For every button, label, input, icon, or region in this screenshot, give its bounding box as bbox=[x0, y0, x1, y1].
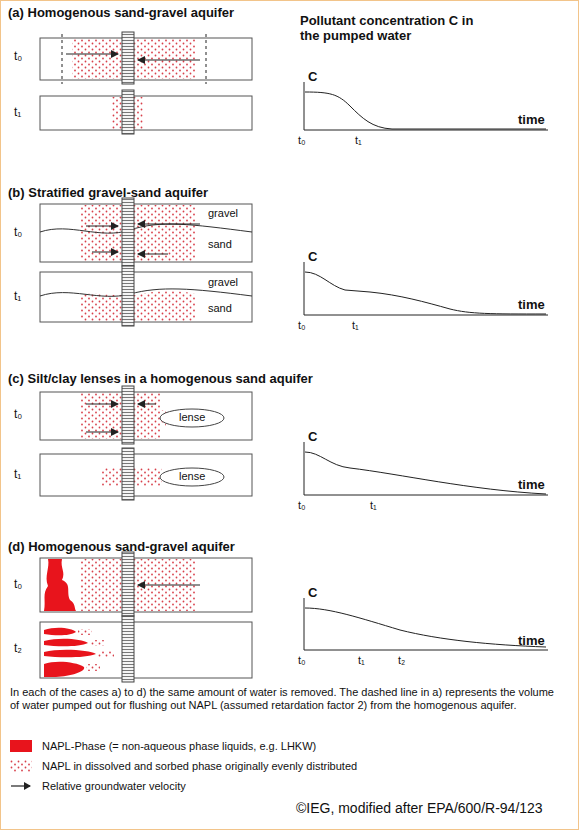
axis-label: time bbox=[518, 634, 545, 649]
axis-tick: t₀ bbox=[298, 134, 306, 147]
axis-tick: t₀ bbox=[298, 499, 306, 512]
axis-tick: t₂ bbox=[398, 654, 405, 667]
legend-arrow-sample bbox=[10, 780, 32, 792]
panel-heading: (a) Homogenous sand-gravel aquifer bbox=[8, 6, 234, 21]
time-step: t₀ bbox=[14, 408, 22, 422]
caption-note: In each of the cases a) to d) the same a… bbox=[10, 686, 566, 711]
axis-tick: t₁ bbox=[355, 134, 362, 147]
time-step: t₂ bbox=[14, 642, 22, 656]
legend-swatch bbox=[10, 740, 32, 752]
legend-text: Relative groundwater velocity bbox=[42, 780, 186, 792]
axis-label: time bbox=[518, 478, 545, 493]
axis-label: C bbox=[308, 250, 317, 265]
time-step: t₀ bbox=[14, 226, 22, 240]
axis-tick: t₀ bbox=[298, 319, 306, 332]
lens-label: lense bbox=[179, 411, 205, 424]
layer-label: gravel bbox=[208, 276, 238, 289]
axis-tick: t₁ bbox=[370, 499, 377, 512]
layer-label: sand bbox=[208, 238, 232, 251]
axis-tick: t₁ bbox=[358, 654, 365, 667]
panel-heading: (c) Silt/clay lenses in a homogenous san… bbox=[8, 372, 313, 387]
legend-text: NAPL-Phase (= non-aqueous phase liquids,… bbox=[42, 740, 316, 752]
time-step: t₁ bbox=[14, 290, 21, 304]
legend-dots-sample bbox=[10, 760, 32, 772]
panel-heading: (d) Homogenous sand-gravel aquifer bbox=[8, 540, 235, 555]
axis-label: C bbox=[308, 430, 317, 445]
legend-row: NAPL in dissolved and sorbed phase origi… bbox=[10, 760, 357, 772]
axis-label: time bbox=[518, 113, 545, 128]
axis-tick: t₁ bbox=[352, 319, 359, 332]
time-step: t₁ bbox=[14, 468, 21, 482]
axis-label: time bbox=[518, 298, 545, 313]
legend-row: Relative groundwater velocity bbox=[10, 780, 186, 792]
time-step: t₁ bbox=[14, 106, 21, 120]
time-step: t₀ bbox=[14, 578, 22, 592]
axis-label: C bbox=[308, 70, 317, 85]
legend-row: NAPL-Phase (= non-aqueous phase liquids,… bbox=[10, 740, 316, 752]
copyright-note: ©IEG, modified after EPA/600/R-94/123 bbox=[296, 800, 543, 816]
lens-label: lense bbox=[179, 470, 205, 483]
time-step: t₀ bbox=[14, 50, 22, 64]
axis-label: C bbox=[308, 586, 317, 601]
legend-text: NAPL in dissolved and sorbed phase origi… bbox=[42, 760, 357, 772]
axis-tick: t₀ bbox=[298, 654, 306, 667]
panel-heading: (b) Stratified gravel-sand aquifer bbox=[8, 186, 208, 201]
layer-label: gravel bbox=[208, 207, 238, 220]
chart-title: Pollutant concentration C in the pumped … bbox=[300, 14, 490, 44]
layer-label: sand bbox=[208, 302, 232, 315]
